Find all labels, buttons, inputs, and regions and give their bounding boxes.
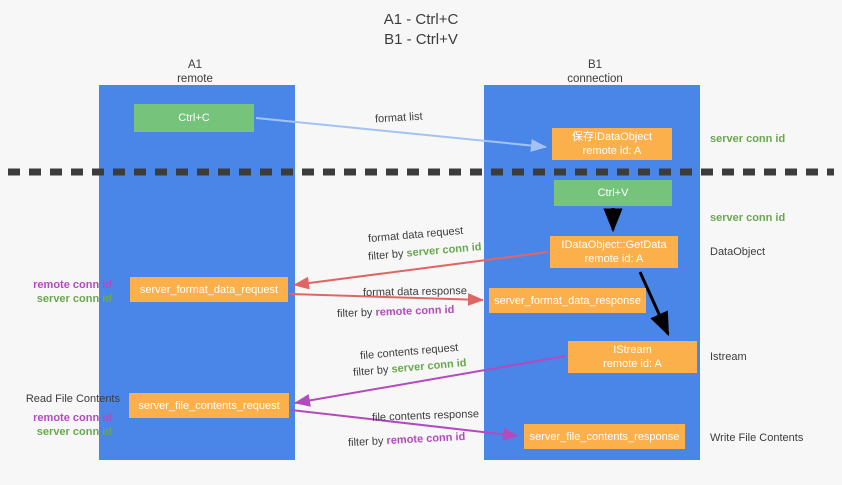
label-write-file-contents: Write File Contents: [710, 432, 804, 444]
box-server-format-data-request[interactable]: server_format_data_request: [130, 277, 288, 302]
box-ctrl-v-label: Ctrl+V: [597, 187, 629, 199]
caption-format-data-response: format data response: [363, 284, 467, 301]
box-getdata-line1: IDataObject::GetData: [561, 239, 667, 251]
remote-conn-id-token: remote conn id: [375, 303, 455, 319]
remote-conn-id-token: remote conn id: [386, 430, 466, 448]
column-a1-sub: remote: [177, 73, 213, 85]
box-save-idataobject-line2: remote id: A: [582, 145, 642, 157]
caption-format-data-response-filter: filter by remote conn id: [337, 303, 455, 322]
label-left-conn-ids-bottom: remote conn id server conn id: [8, 411, 112, 439]
column-a1-name: A1: [187, 59, 203, 71]
box-ctrl-c[interactable]: Ctrl+C: [134, 104, 254, 132]
box-server-file-contents-response[interactable]: server_file_contents_response: [524, 424, 685, 449]
box-server-file-contents-response-label: server_file_contents_response: [529, 430, 680, 443]
label-istream: Istream: [710, 351, 747, 363]
title-line-1: A1 - Ctrl+C: [383, 11, 459, 28]
label-read-file-contents: Read File Contents: [25, 393, 120, 405]
column-b1-sub: connection: [567, 73, 623, 85]
box-istream-line1: IStream: [613, 344, 652, 356]
label-server-conn-id-top: server conn id: [710, 133, 786, 145]
caption-file-contents-response-filter: filter by remote conn id: [348, 430, 466, 451]
box-ctrl-v[interactable]: Ctrl+V: [554, 180, 672, 206]
box-save-idataobject[interactable]: 保存IDataObject remote id: A: [552, 128, 672, 160]
filter-by-label: filter by: [347, 435, 387, 450]
label-remote-conn-id: remote conn id: [33, 412, 112, 424]
label-left-conn-ids-middle: remote conn id server conn id: [8, 278, 112, 306]
box-server-file-contents-request[interactable]: server_file_contents_request: [129, 393, 289, 418]
box-ctrl-c-label: Ctrl+C: [178, 112, 210, 124]
label-dataobject: DataObject: [710, 246, 766, 258]
caption-format-data-response-text: format data response: [362, 285, 468, 299]
caption-file-contents-response-text: file contents response: [371, 408, 480, 424]
server-conn-id-token: server conn id: [406, 241, 482, 260]
box-server-format-data-response-label: server_format_data_response: [494, 294, 641, 307]
filter-by-label: filter by: [336, 306, 376, 321]
caption-file-contents-response: file contents response: [372, 407, 479, 426]
box-istream-line2: remote id: A: [603, 358, 662, 370]
label-server-conn-id: server conn id: [36, 293, 112, 305]
label-remote-conn-id: remote conn id: [33, 279, 112, 291]
caption-format-list: format list: [375, 110, 424, 128]
column-b1-name: B1: [587, 59, 603, 71]
label-server-conn-id: server conn id: [36, 426, 112, 438]
label-server-conn-id-second: server conn id: [710, 212, 786, 224]
column-header-a1: A1 remote: [120, 58, 270, 86]
box-server-format-data-request-label: server_format_data_request: [139, 283, 279, 296]
box-getdata-line2: remote id: A: [584, 253, 644, 265]
box-idataobject-getdata[interactable]: IDataObject::GetData remote id: A: [550, 236, 678, 268]
column-header-b1: B1 connection: [520, 58, 670, 86]
filter-by-label: filter by: [367, 247, 408, 263]
caption-format-list-text: format list: [374, 110, 423, 126]
diagram-title: A1 - Ctrl+C B1 - Ctrl+V: [0, 10, 842, 50]
box-server-file-contents-request-label: server_file_contents_request: [138, 399, 280, 412]
title-line-2: B1 - Ctrl+V: [384, 31, 458, 48]
box-istream[interactable]: IStream remote id: A: [568, 341, 697, 373]
filter-by-label: filter by: [352, 363, 393, 379]
box-save-idataobject-line1: 保存IDataObject: [571, 131, 653, 143]
box-server-format-data-response[interactable]: server_format_data_response: [489, 288, 646, 313]
